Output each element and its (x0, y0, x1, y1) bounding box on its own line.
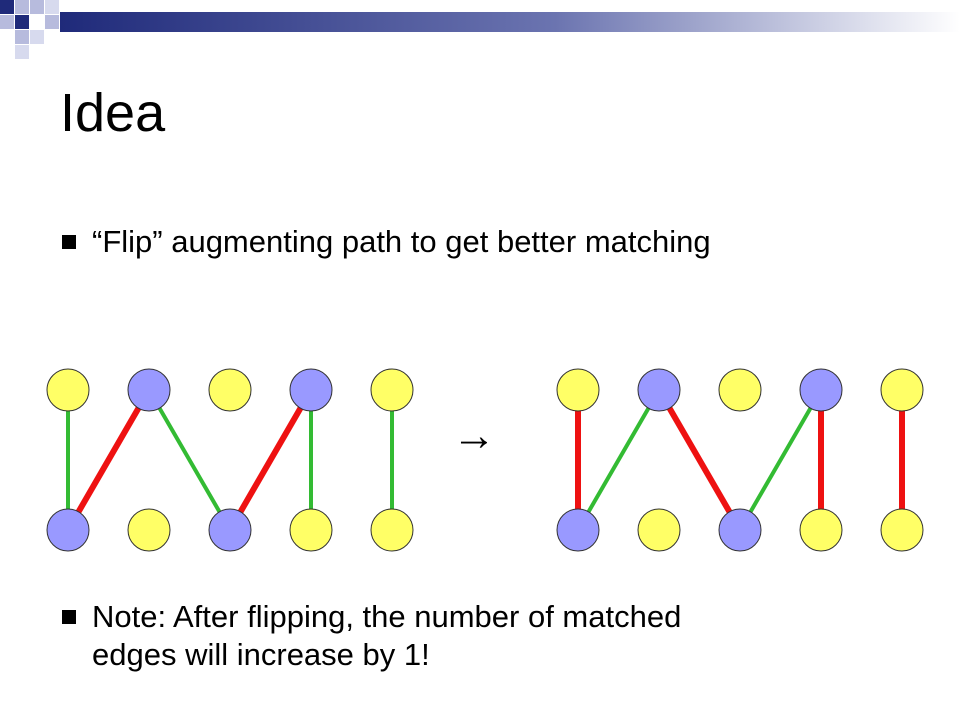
after-bottom-node-yellow (880, 508, 924, 552)
matched-edge (227, 388, 314, 532)
before-bottom-node-yellow (370, 508, 414, 552)
before-top-node-yellow (208, 368, 252, 412)
before-top-node-blue (127, 368, 171, 412)
after-bottom-node-yellow (637, 508, 681, 552)
header-square (0, 15, 14, 29)
slide-title: Idea (60, 83, 166, 143)
slide-header-decoration (0, 0, 960, 59)
unmatched-edge (147, 388, 232, 532)
header-square (15, 15, 29, 29)
header-square (45, 15, 59, 29)
unmatched-edge (738, 388, 823, 532)
header-square (30, 15, 44, 29)
header-square (30, 0, 44, 14)
matched-edge (65, 388, 152, 532)
header-square (15, 45, 29, 59)
before-bottom-node-yellow (127, 508, 171, 552)
bullet-text-line-1: Note: After flipping, the number of matc… (92, 599, 682, 634)
after-bottom-node-blue (718, 508, 762, 552)
bullet-text: “Flip” augmenting path to get better mat… (92, 224, 711, 259)
bullet-square-icon (62, 235, 76, 249)
before-bottom-node-blue (208, 508, 252, 552)
after-top-node-blue (799, 368, 843, 412)
after-top-node-blue (637, 368, 681, 412)
before-top-node-yellow (46, 368, 90, 412)
after-bottom-node-blue (556, 508, 600, 552)
header-square (45, 0, 59, 14)
header-square (30, 30, 44, 44)
before-top-node-blue (289, 368, 333, 412)
before-bottom-node-blue (46, 508, 90, 552)
unmatched-edge (576, 388, 661, 532)
after-bottom-node-yellow (799, 508, 843, 552)
after-top-node-yellow (880, 368, 924, 412)
right-arrow-icon: → (452, 411, 496, 460)
header-bar (60, 12, 960, 32)
after-top-node-yellow (556, 368, 600, 412)
header-square (15, 0, 29, 14)
header-square (0, 0, 14, 14)
before-top-node-yellow (370, 368, 414, 412)
bullet-text-line-2: edges will increase by 1! (92, 637, 430, 672)
header-square (15, 30, 29, 44)
after-top-node-yellow (718, 368, 762, 412)
before-bottom-node-yellow (289, 508, 333, 552)
matched-edge (656, 388, 743, 532)
bullet-square-icon (62, 610, 76, 624)
